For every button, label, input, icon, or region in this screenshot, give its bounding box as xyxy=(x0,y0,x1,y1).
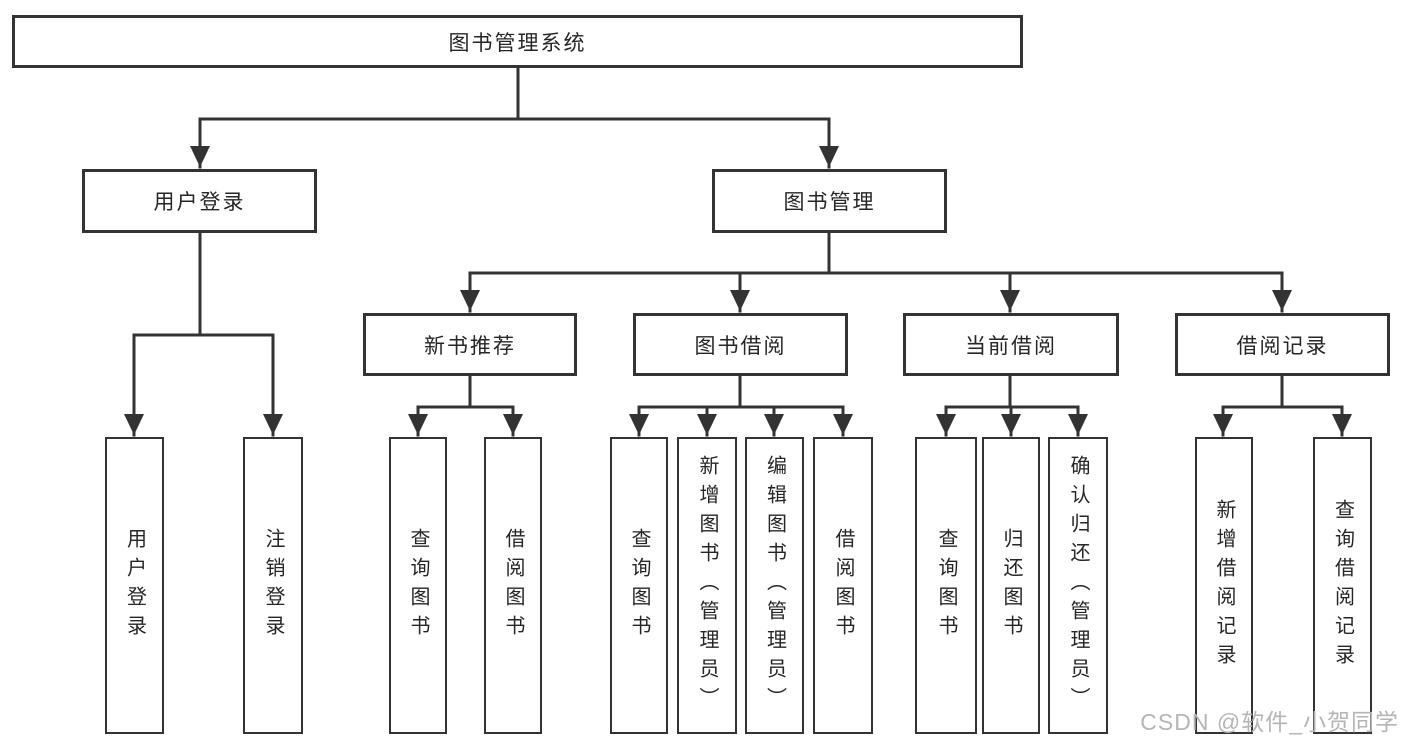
node-borrow-records: 借阅记录 xyxy=(1175,313,1390,376)
leaf-borrow-borrow-books: 借阅图书 xyxy=(813,437,873,734)
leaf-borrow-edit-books-admin: 编辑图书（管理员） xyxy=(745,437,804,734)
leaf-borrow-add-books-admin: 新增图书（管理员） xyxy=(677,437,737,734)
leaf-records-query-record: 查询借阅记录 xyxy=(1313,437,1372,734)
node-book-management-label: 图书管理 xyxy=(783,191,876,214)
csdn-watermark: CSDN @软件_小贺同学 xyxy=(1140,709,1399,735)
node-root: 图书管理系统 xyxy=(12,15,1023,68)
node-new-book-recommend-label: 新书推荐 xyxy=(424,334,516,358)
node-new-book-recommend: 新书推荐 xyxy=(363,313,577,376)
leaf-current-return-books: 归还图书 xyxy=(982,437,1040,734)
node-book-borrow: 图书借阅 xyxy=(633,313,848,376)
leaf-records-add-record: 新增借阅记录 xyxy=(1195,437,1253,734)
leaf-current-confirm-return-admin: 确认归还（管理员） xyxy=(1048,437,1108,734)
leaf-borrow-query-books-label: 查询图书 xyxy=(628,527,650,644)
leaf-recommend-borrow-books-label: 借阅图书 xyxy=(502,527,524,644)
leaf-current-return-books-label: 归还图书 xyxy=(1000,527,1022,644)
leaf-borrow-query-books: 查询图书 xyxy=(610,437,668,734)
leaf-current-query-books: 查询图书 xyxy=(915,437,977,734)
leaf-current-confirm-return-admin-label: 确认归还（管理员） xyxy=(1067,455,1089,716)
node-current-borrow-label: 当前借阅 xyxy=(965,334,1057,358)
leaf-current-query-books-label: 查询图书 xyxy=(935,527,957,644)
leaf-borrow-add-books-admin-label: 新增图书（管理员） xyxy=(696,455,718,716)
node-borrow-records-label: 借阅记录 xyxy=(1236,334,1329,358)
leaf-records-query-record-label: 查询借阅记录 xyxy=(1331,498,1354,673)
node-user-login-label: 用户登录 xyxy=(153,191,246,214)
leaf-user-login-label: 用户登录 xyxy=(123,527,146,644)
leaf-borrow-edit-books-admin-label: 编辑图书（管理员） xyxy=(763,455,786,716)
leaf-records-add-record-label: 新增借阅记录 xyxy=(1213,498,1235,673)
leaf-user-login: 用户登录 xyxy=(105,437,164,734)
node-root-label: 图书管理系统 xyxy=(448,31,587,55)
leaf-logout-login: 注销登录 xyxy=(243,437,303,734)
leaf-borrow-borrow-books-label: 借阅图书 xyxy=(832,527,854,644)
leaf-logout-login-label: 注销登录 xyxy=(262,527,284,644)
node-book-borrow-label: 图书借阅 xyxy=(694,334,787,358)
leaf-recommend-query-books: 查询图书 xyxy=(389,437,447,734)
node-book-management: 图书管理 xyxy=(712,169,947,233)
node-user-login: 用户登录 xyxy=(82,169,317,233)
leaf-recommend-query-books-label: 查询图书 xyxy=(407,527,429,644)
node-current-borrow: 当前借阅 xyxy=(903,313,1119,376)
leaf-recommend-borrow-books: 借阅图书 xyxy=(484,437,542,734)
